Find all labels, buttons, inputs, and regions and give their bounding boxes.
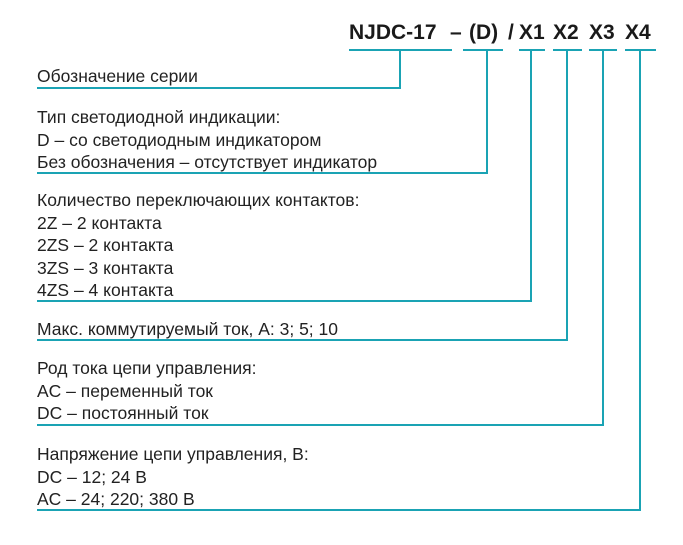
code-x4: X4: [625, 21, 651, 44]
code-prefix: NJDC-17: [349, 21, 437, 44]
code-dash: –: [450, 21, 462, 44]
leader-contacts: [37, 50, 532, 302]
block-voltage-line: AC – 24; 220; 380 В: [37, 489, 195, 509]
block-led-line: D – со светодиодным индикатором: [37, 129, 322, 150]
block-contacts-line: 3ZS – 3 контакта: [37, 257, 174, 278]
block-contacts-title: Количество переключающих контактов:: [37, 190, 360, 210]
leader-current: [37, 50, 568, 341]
block-ac-dc-line: DC – постоянный ток: [37, 403, 209, 423]
block-ac-dc-line: AC – переменный ток: [37, 380, 213, 401]
code-x1: X1: [519, 21, 545, 44]
code-x2: X2: [553, 21, 579, 44]
block-contacts-line: 2Z – 2 контакта: [37, 212, 162, 233]
block-led: Тип светодиодной индикации: D – со свето…: [37, 106, 377, 174]
block-current: Макс. коммутируемый ток, А: 3; 5; 10: [37, 318, 338, 341]
code-slash: /: [508, 21, 514, 44]
block-ac-dc: Род тока цепи управления: AC – переменны…: [37, 357, 257, 425]
block-contacts-line: 4ZS – 4 контакта: [37, 280, 174, 300]
leader-led: [37, 50, 488, 174]
block-series-line: Обозначение серии: [37, 66, 198, 86]
code-led: (D): [469, 21, 499, 44]
block-series: Обозначение серии: [37, 65, 198, 88]
block-current-line: Макс. коммутируемый ток, А: 3; 5; 10: [37, 319, 338, 339]
leader-series: [37, 50, 401, 89]
block-voltage-title: Напряжение цепи управления, В:: [37, 444, 309, 464]
block-ac-dc-title: Род тока цепи управления:: [37, 358, 257, 378]
leader-voltage: [37, 50, 641, 511]
block-voltage-line: DC – 12; 24 В: [37, 466, 147, 487]
code-x3: X3: [589, 21, 615, 44]
leader-ac-dc: [37, 50, 604, 426]
block-voltage: Напряжение цепи управления, В: DC – 12; …: [37, 443, 309, 511]
block-led-line: Без обозначения – отсутствует индикатор: [37, 152, 378, 172]
block-led-title: Тип светодиодной индикации:: [37, 107, 281, 127]
block-contacts-line: 2ZS – 2 контакта: [37, 235, 174, 255]
block-contacts: Количество переключающих контактов: 2Z –…: [37, 189, 359, 302]
